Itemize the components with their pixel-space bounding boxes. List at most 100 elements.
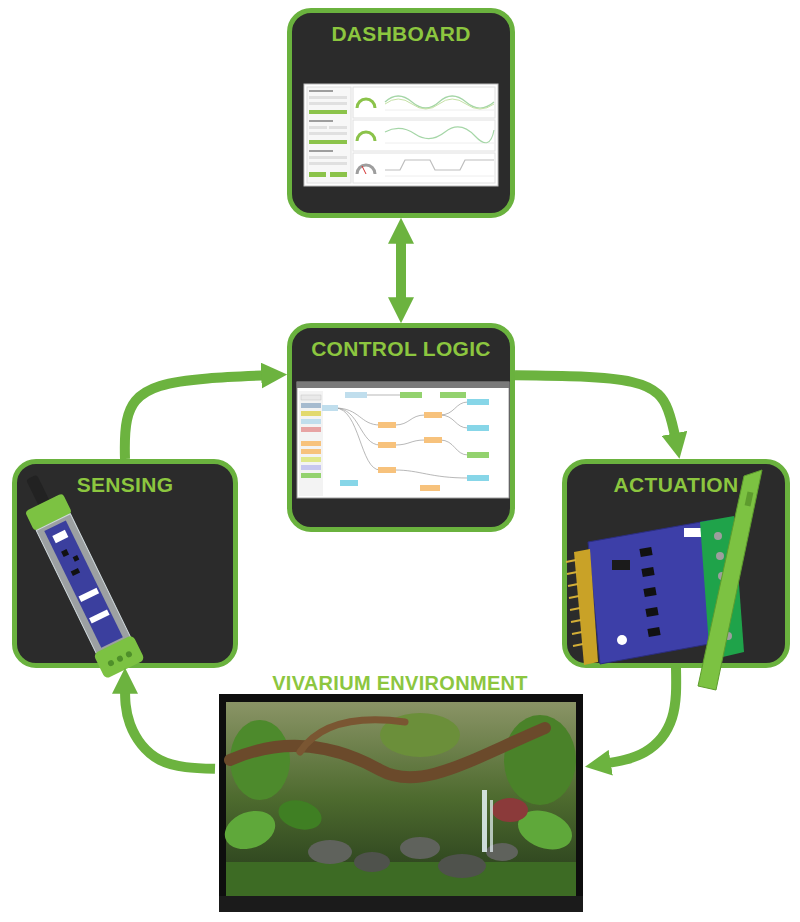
palette-node [301,395,321,400]
transistor [639,547,652,557]
chart-panel [353,120,495,151]
stage-box: CONTROL LOGIC [287,323,515,532]
terminal-screw [724,632,732,640]
chip [61,549,69,557]
clear-tube [36,514,131,655]
palette-node [301,419,321,424]
stage-title: CONTROL LOGIC [292,328,510,361]
rock [354,852,390,872]
tube-cap [25,493,72,531]
vent-hole [107,659,115,667]
transistor [645,607,658,617]
antenna [26,475,51,509]
flow-node [424,412,442,418]
board-label [684,528,704,537]
vent-hole [116,655,124,663]
flow-editor-screenshot [297,382,509,498]
panel-field [309,156,347,159]
screen-frame [304,84,498,186]
sensor-board [44,520,123,647]
flow-node [322,405,338,411]
panel-field [329,126,347,129]
transistor [643,587,656,597]
stage-box: ACTUATION [562,459,790,668]
chart-line [385,99,494,109]
rock [308,840,352,864]
rock [438,854,486,878]
flow-node [467,399,489,405]
relay-board [566,470,762,690]
panel-button [330,172,347,177]
flow-arrow [125,686,215,769]
panel-button [309,110,347,114]
stage-title: DASHBOARD [292,13,510,46]
branch [230,728,545,777]
title-bar [297,382,509,388]
bromeliad [492,798,528,822]
flow-node [424,437,442,443]
tank-base [219,896,583,912]
fern [513,804,578,857]
foliage [380,713,460,757]
terminal-screw [722,612,730,620]
pin [566,560,583,646]
header-pins [574,549,598,665]
palette-node [301,403,321,408]
flow-node [467,425,489,431]
flow-node [340,480,358,486]
settings-panel [307,87,351,183]
panel-line [309,120,333,122]
vent-hole [125,650,133,658]
sensor-tube [12,468,145,680]
foliage [504,715,576,805]
palette-node [301,427,321,432]
chip [612,560,630,570]
board [588,520,720,664]
logo [617,635,627,645]
stage-title: SENSING [17,464,233,497]
tank-frame [219,694,583,912]
panel-field [309,132,347,135]
node-palette [299,391,323,496]
chart-line [385,160,494,170]
palette-node [301,473,321,478]
stage-box: SENSING [12,459,238,668]
panel-field [309,162,347,165]
panel-button [309,140,347,144]
tank-glass [226,702,576,896]
chart-grid [385,110,494,176]
chart-line [385,96,494,108]
palette-node [301,441,321,446]
dashboard-screenshot [304,84,498,186]
transistor [647,627,660,637]
connector [52,530,68,543]
chip [71,568,80,576]
gauge [357,99,375,108]
terminal-screw [720,592,728,600]
moss-floor [226,862,576,896]
panel-line [309,150,333,152]
rock [400,837,440,859]
branch [300,720,405,752]
screen-frame [297,382,509,498]
flow-node [420,485,440,491]
flow-node [378,442,396,448]
fern [219,804,280,856]
gauge [357,132,375,141]
panel-field [309,102,347,105]
flow-node [345,392,367,398]
palette-node [301,449,321,454]
flow-arrow [603,668,676,764]
gauge [357,165,375,174]
flow-arrow [125,375,269,459]
palette-node [301,457,321,462]
terminal-screw [718,572,726,580]
scene-frame: VIVARIUM ENVIRONMENT [215,668,585,914]
palette-node [301,411,321,416]
flow-node [467,452,489,458]
chart-panel [353,153,495,183]
chip [73,555,80,562]
tube-cap [93,635,145,679]
